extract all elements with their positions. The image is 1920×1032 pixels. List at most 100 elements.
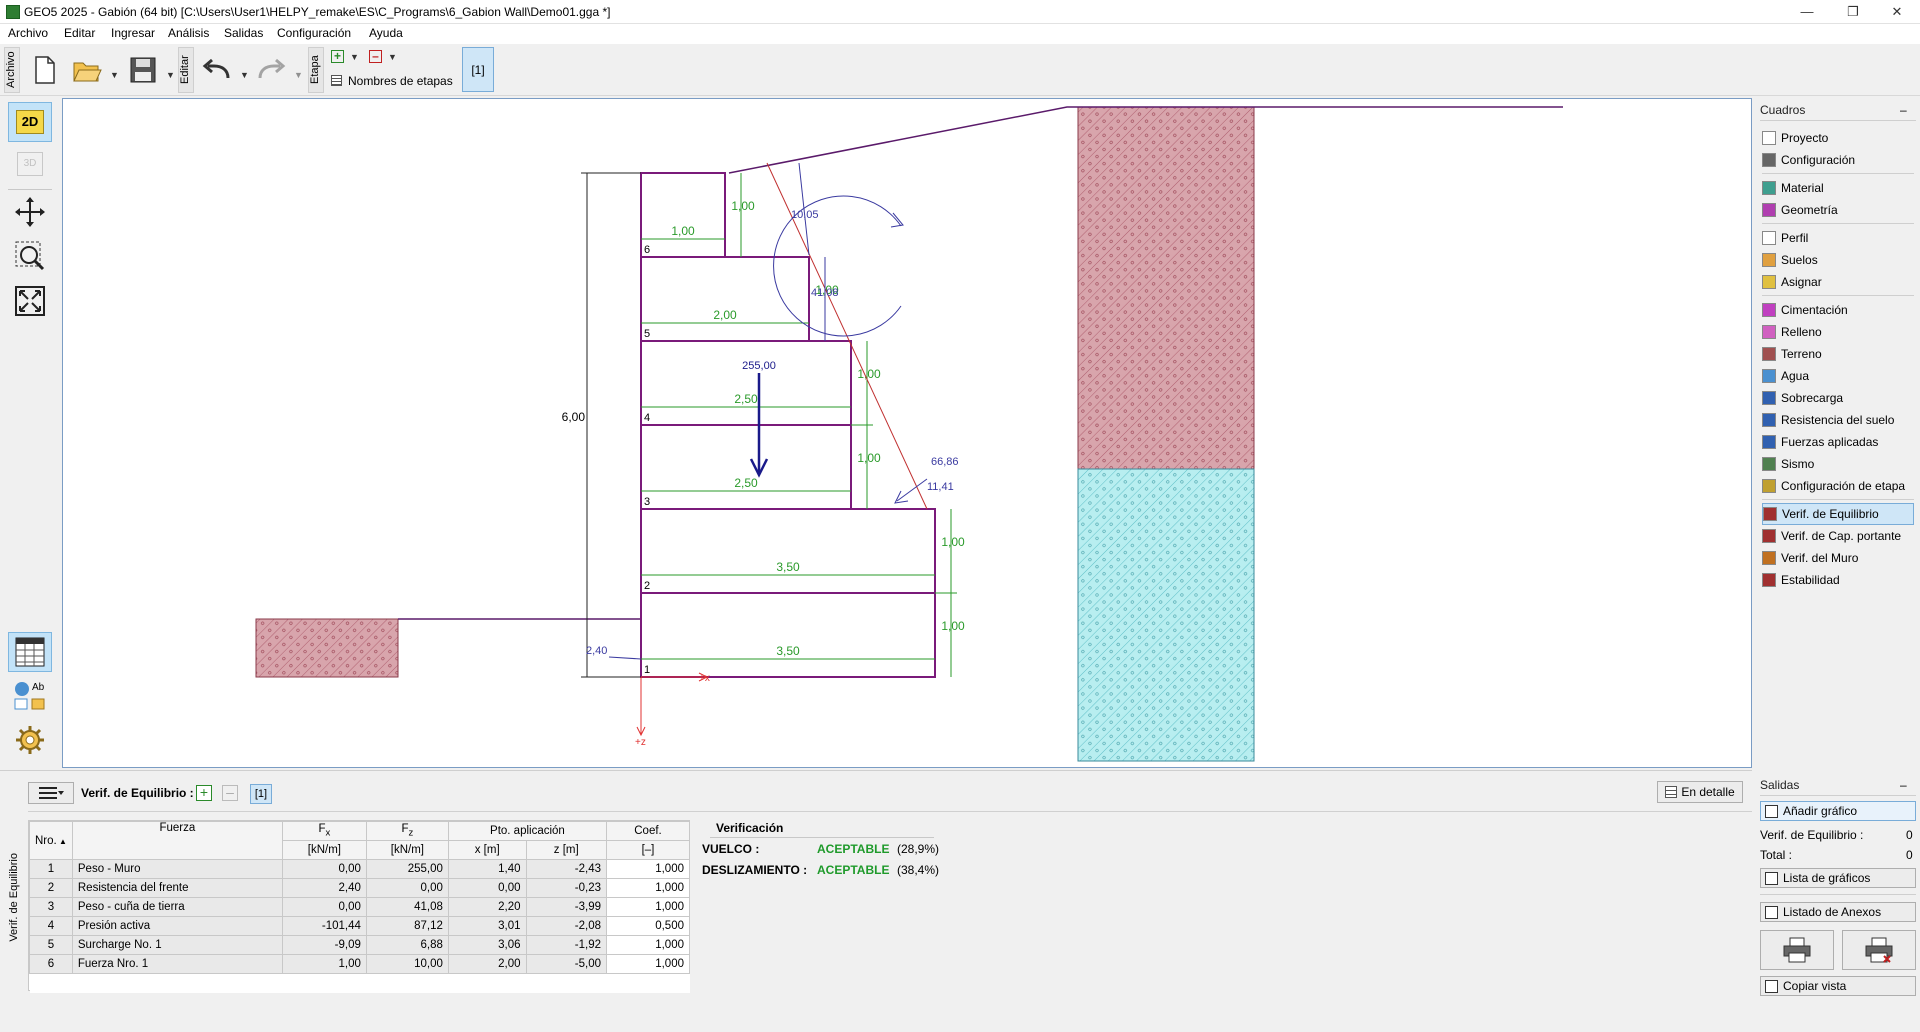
print-button[interactable] — [1760, 930, 1834, 970]
zoom-button[interactable] — [8, 236, 52, 276]
menu-analisis[interactable]: Análisis — [168, 26, 210, 40]
add-stage-icon[interactable]: + — [331, 50, 344, 63]
cuadros-item-soils[interactable]: Suelos — [1762, 249, 1914, 271]
remove-button[interactable]: – — [222, 785, 238, 801]
close-button[interactable]: ✕ — [1891, 4, 1903, 19]
cuadros-item-surcharge[interactable]: Sobrecarga — [1762, 387, 1914, 409]
new-file-icon — [35, 56, 55, 84]
redo-dropdown-icon[interactable]: ▼ — [294, 70, 303, 80]
add-graphic-button[interactable]: Añadir gráfico — [1760, 801, 1916, 821]
cuadros-item-foundation[interactable]: Cimentación — [1762, 299, 1914, 321]
cell-coef[interactable]: 1,000 — [606, 935, 690, 955]
new-file-button[interactable] — [28, 53, 62, 87]
move-icon — [15, 197, 45, 227]
menu-ayuda[interactable]: Ayuda — [369, 26, 403, 40]
block-label-1: 1 — [644, 664, 650, 676]
cell-z: -5,00 — [525, 954, 608, 974]
cuadros-item-assign[interactable]: Asignar — [1762, 271, 1914, 293]
col-nro-label: Nro. — [35, 834, 57, 847]
save-button[interactable] — [126, 53, 160, 87]
cell-coef[interactable]: 0,500 — [606, 916, 690, 936]
drawing-canvas[interactable]: 1 2 3 4 5 6 3,50 3,50 2,50 2,50 2,00 1,0… — [62, 98, 1752, 768]
view-2d-button[interactable]: 2D — [8, 102, 52, 142]
copy-view-button[interactable]: Copiar vista — [1760, 976, 1916, 996]
active-pressure-label: 66,86 — [931, 456, 959, 468]
table-view-button[interactable] — [8, 632, 52, 672]
salidas-minimize-icon[interactable]: – — [1900, 778, 1907, 792]
cuadros-item-label: Agua — [1781, 369, 1810, 383]
cuadros-item-document[interactable]: Proyecto — [1762, 127, 1914, 149]
cuadros-item-backfill[interactable]: Relleno — [1762, 321, 1914, 343]
menu-archivo[interactable]: Archivo — [8, 26, 49, 40]
stage-1-button[interactable]: [1] — [462, 47, 494, 92]
cuadros-item-material[interactable]: Material — [1762, 177, 1914, 199]
col-pto[interactable]: Pto. aplicación — [447, 821, 608, 841]
add-button[interactable]: + — [196, 785, 212, 801]
detail-button[interactable]: En detalle — [1657, 781, 1743, 803]
cell-fx: -101,44 — [281, 916, 367, 936]
open-dropdown-icon[interactable]: ▼ — [110, 70, 119, 80]
remove-stage-dropdown-icon[interactable]: ▼ — [388, 52, 397, 62]
maximize-button[interactable]: ❐ — [1847, 4, 1859, 19]
wall-check-icon — [1762, 551, 1776, 565]
menu-editar[interactable]: Editar — [64, 26, 96, 40]
cuadros-item-equilibrium[interactable]: Verif. de Equilibrio — [1762, 503, 1914, 525]
menu-salidas[interactable]: Salidas — [224, 26, 264, 40]
cuadros-item-terrain[interactable]: Terreno — [1762, 343, 1914, 365]
col-coef[interactable]: Coef. — [606, 821, 690, 841]
settings-button[interactable] — [8, 720, 52, 760]
cuadros-item-stability[interactable]: Estabilidad — [1762, 569, 1914, 591]
stage-names-button[interactable]: Nombres de etapas — [348, 74, 453, 88]
cuadros-item-stage-settings[interactable]: Configuración de etapa — [1762, 475, 1914, 497]
annex-list-button[interactable]: Listado de Anexos — [1760, 902, 1916, 922]
zoom-extents-button[interactable] — [8, 281, 52, 321]
undo-dropdown-icon[interactable]: ▼ — [240, 70, 249, 80]
view-3d-button[interactable]: 3D — [8, 144, 52, 184]
cuadros-item-wall-check[interactable]: Verif. del Muro — [1762, 547, 1914, 569]
print-export-button[interactable] — [1842, 930, 1916, 970]
cell-fz: 10,00 — [365, 954, 449, 974]
add-stage-dropdown-icon[interactable]: ▼ — [350, 52, 359, 62]
cell-coef[interactable]: 1,000 — [606, 897, 690, 917]
cell-coef[interactable]: 1,000 — [606, 878, 690, 898]
cell-coef[interactable]: 1,000 — [606, 954, 690, 974]
pan-button[interactable] — [8, 192, 52, 232]
undo-button[interactable] — [200, 53, 234, 87]
cuadros-item-bearing[interactable]: Verif. de Cap. portante — [1762, 525, 1914, 547]
remove-stage-icon[interactable]: – — [369, 50, 382, 63]
cuadros-minimize-icon[interactable]: – — [1900, 103, 1907, 117]
col-fz[interactable]: Fz — [365, 821, 449, 841]
menu-ingresar[interactable]: Ingresar — [111, 26, 156, 40]
cuadros-item-geometry[interactable]: Geometría — [1762, 199, 1914, 221]
cuadros-item-water[interactable]: Agua — [1762, 365, 1914, 387]
cell-coef[interactable]: 1,000 — [606, 859, 690, 879]
cuadros-item-earthquake[interactable]: Sismo — [1762, 453, 1914, 475]
menu-configuracion[interactable]: Configuración — [277, 26, 352, 40]
stage-selector[interactable]: [1] — [250, 784, 272, 804]
height-label-3: 1,00 — [857, 451, 881, 465]
col-nro[interactable]: Nro. ▲ — [29, 821, 73, 860]
minimize-button[interactable]: — — [1800, 4, 1814, 19]
cuadros-item-profile[interactable]: Perfil — [1762, 227, 1914, 249]
cuadros-item-forces[interactable]: Fuerzas aplicadas — [1762, 431, 1914, 453]
styles-button[interactable]: Ab — [8, 676, 52, 716]
graphics-list-button[interactable]: Lista de gráficos — [1760, 868, 1916, 888]
list-view-button[interactable] — [28, 782, 74, 804]
gear-icon — [1762, 153, 1776, 167]
open-file-button[interactable] — [70, 53, 104, 87]
cuadros-item-gear[interactable]: Configuración — [1762, 149, 1914, 171]
redo-button[interactable] — [254, 53, 288, 87]
save-dropdown-icon[interactable]: ▼ — [166, 70, 175, 80]
cell-fz: 6,88 — [365, 935, 449, 955]
cuadros-item-resistance[interactable]: Resistencia del suelo — [1762, 409, 1914, 431]
col-fuerza[interactable]: Fuerza — [71, 821, 283, 860]
col-fx[interactable]: Fx — [281, 821, 367, 841]
z-axis-arrow — [636, 726, 646, 737]
